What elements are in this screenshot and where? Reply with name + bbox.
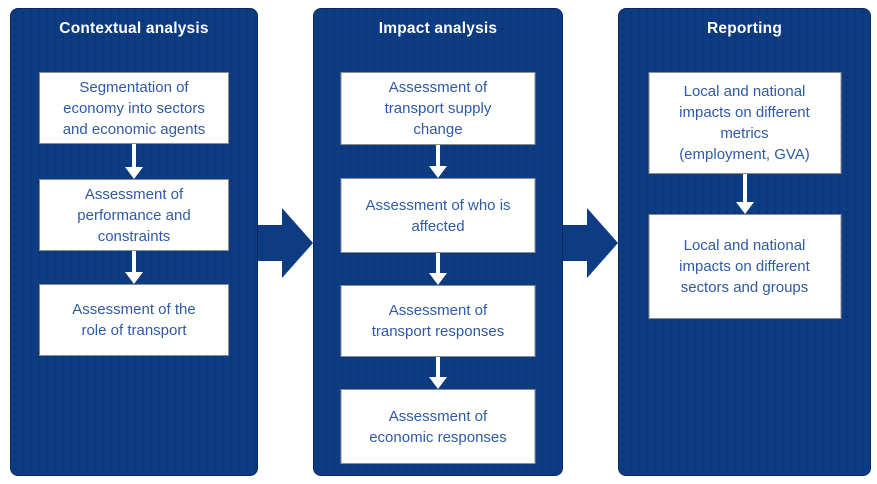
panel-contextual-analysis: Contextual analysis Segmentation of econ…	[10, 8, 258, 476]
arrow-head	[429, 273, 447, 285]
arrow-head	[429, 166, 447, 178]
flow-step-box: Assessment of the role of transport	[39, 284, 229, 356]
flow-step-text: Assessment of performance and constraint…	[77, 185, 191, 245]
flow-step-box: Local and national impacts on different …	[648, 214, 841, 319]
panel-title: Contextual analysis	[59, 20, 209, 37]
right-arrow-icon	[563, 208, 618, 278]
flow-step-box: Assessment of economic responses	[340, 389, 536, 464]
panel-impact-analysis: Impact analysis Assessment of transport …	[313, 8, 563, 476]
arrow-head	[125, 272, 143, 284]
flow-step-box: Segmentation of economy into sectors and…	[39, 72, 229, 144]
right-arrow-shape	[258, 208, 313, 278]
arrow-stem	[742, 174, 747, 202]
flow-step-box: Assessment of who is affected	[340, 178, 536, 253]
flow-step-text: Assessment of transport responses	[371, 302, 505, 340]
flow-step-text: Assessment of economic responses	[369, 407, 507, 446]
arrow-stem	[436, 145, 440, 166]
arrow-stem	[436, 357, 440, 377]
flow-step-text: Assessment of transport supply change	[384, 79, 492, 138]
arrow-stem	[436, 253, 440, 273]
panel-reporting: Reporting Local and national impacts on …	[618, 8, 871, 476]
down-arrow-icon	[125, 144, 143, 179]
flow-step-text: Assessment of the role of transport	[72, 301, 196, 339]
right-arrow-shape	[563, 208, 618, 278]
arrow-stem	[132, 144, 136, 167]
arrow-head	[429, 377, 447, 389]
flow-step-box: Local and national impacts on different …	[648, 72, 841, 174]
arrow-stem	[132, 251, 136, 272]
flow-step-text: Segmentation of economy into sectors and…	[62, 78, 206, 138]
flow-step-text: Local and national impacts on different …	[679, 83, 810, 163]
down-arrow-icon	[735, 174, 754, 214]
down-arrow-icon	[125, 251, 143, 284]
arrow-head	[125, 167, 143, 179]
down-arrow-icon	[429, 253, 447, 285]
down-arrow-icon	[429, 145, 447, 178]
panel-title: Impact analysis	[378, 20, 498, 37]
right-arrow-icon	[258, 208, 313, 278]
panel-title: Reporting	[707, 20, 782, 37]
flow-step-box: Assessment of transport responses	[340, 285, 536, 357]
down-arrow-icon	[429, 357, 447, 389]
flow-step-box: Assessment of performance and constraint…	[39, 179, 229, 251]
arrow-head	[735, 202, 754, 214]
flow-step-box: Assessment of transport supply change	[340, 72, 536, 145]
flow-step-text: Local and national impacts on different …	[679, 237, 810, 296]
flow-step-text: Assessment of who is affected	[365, 196, 511, 235]
